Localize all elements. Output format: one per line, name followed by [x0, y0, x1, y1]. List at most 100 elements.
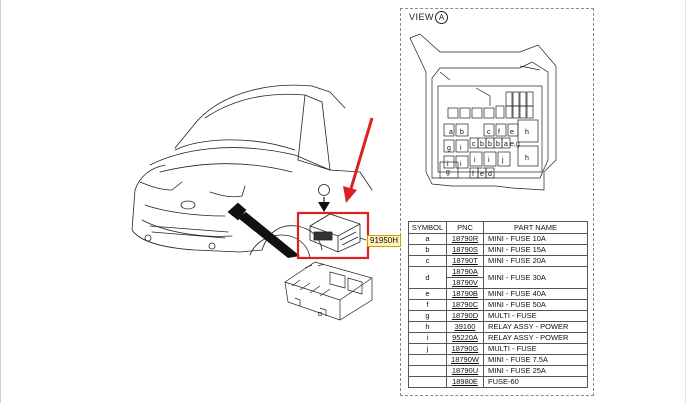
- part-name-cell: MINI - FUSE 30A: [483, 266, 588, 289]
- svg-text:c: c: [472, 141, 476, 148]
- pnc-link-text[interactable]: 18980E: [452, 377, 478, 387]
- symbol-cell: [408, 365, 447, 377]
- symbol-cell: c: [408, 255, 447, 267]
- symbol-cell: d: [408, 266, 447, 289]
- svg-text:b: b: [480, 141, 484, 148]
- header-part-name: PART NAME: [483, 221, 588, 234]
- pnc-link[interactable]: 18980E: [446, 376, 484, 388]
- symbol-cell: g: [408, 310, 447, 322]
- headlight-right: [209, 185, 246, 198]
- pnc-link-text[interactable]: 95220A: [452, 333, 478, 343]
- part-name-cell: MINI - FUSE 7.5A: [483, 354, 588, 366]
- svg-text:g: g: [446, 169, 450, 176]
- svg-text:e: e: [510, 129, 514, 136]
- parts-table-row: 18790U MINI - FUSE 25A: [408, 365, 588, 377]
- pnc-link[interactable]: 18790B: [446, 288, 484, 300]
- pnc-link-text[interactable]: 18790U: [451, 366, 479, 376]
- pnc-link-text[interactable]: 18790V: [452, 278, 478, 288]
- symbol-cell: a: [408, 233, 447, 245]
- pnc-link[interactable]: 18790C: [446, 299, 484, 311]
- pnc-link[interactable]: 18790V: [446, 277, 484, 289]
- callout-arrow: [318, 202, 330, 212]
- pnc-link[interactable]: 18790S: [446, 244, 484, 256]
- parts-table-row: h 39160 RELAY ASSY - POWER: [408, 321, 588, 333]
- pnc-link[interactable]: 18790D: [446, 310, 484, 322]
- parts-table-row: d 18790A MINI - FUSE 30A: [408, 266, 588, 289]
- a-pillar: [174, 119, 199, 149]
- svg-text:a: a: [449, 129, 453, 136]
- parts-table-body: a 18790R MINI - FUSE 10A b 18790S MINI - FUSE…: [408, 233, 588, 388]
- header-symbol: SYMBOL: [408, 221, 447, 234]
- part-name-cell: MULTI - FUSE: [483, 310, 588, 322]
- pnc-link-text[interactable]: 18790C: [451, 300, 479, 310]
- svg-text:d: d: [488, 171, 492, 178]
- svg-text:i: i: [447, 161, 449, 168]
- callout-pnc-label[interactable]: 91950H: [367, 235, 402, 247]
- parts-table-header: SYMBOL PNC PART NAME: [408, 221, 588, 234]
- pnc-link-text[interactable]: 18790T: [452, 256, 478, 266]
- parts-table: SYMBOL PNC PART NAME a 18790R MINI - FUSE …: [408, 221, 588, 388]
- parts-table-row: 18980E FUSE-60: [408, 376, 588, 388]
- windshield-top: [204, 93, 323, 119]
- pnc-link[interactable]: 18790U: [446, 365, 484, 377]
- callout-a-marker: [318, 184, 330, 212]
- svg-text:i: i: [460, 161, 462, 168]
- pnc-link-text[interactable]: 18790A: [452, 267, 478, 277]
- red-highlight-arrow: [348, 117, 374, 193]
- part-name-cell: RELAY ASSY - POWER: [483, 321, 588, 333]
- part-name-cell: MULTI - FUSE: [483, 343, 588, 355]
- hood-outline: [149, 147, 331, 171]
- part-name-cell: MINI - FUSE 50A: [483, 299, 588, 311]
- part-name-cell: MINI - FUSE 10A: [483, 233, 588, 245]
- pnc-link-text[interactable]: 18790B: [452, 289, 478, 299]
- pnc-link[interactable]: 39160: [446, 321, 484, 333]
- fog-light-right: [208, 242, 216, 250]
- pnc-link[interactable]: 18790G: [446, 343, 484, 355]
- pnc-link-text[interactable]: 18790G: [451, 344, 479, 354]
- fusebox-slot-labels: a b c f e h c b b b a e,g g i i i j h i …: [446, 129, 529, 178]
- pnc-link-text[interactable]: 18790R: [451, 234, 479, 244]
- svg-text:e: e: [480, 171, 484, 178]
- pnc-link[interactable]: 18790W: [446, 354, 484, 366]
- parts-table-row: g 18790D MULTI - FUSE: [408, 310, 588, 322]
- fusebox-location-marker: [227, 202, 247, 221]
- svg-text:i: i: [460, 145, 462, 152]
- svg-text:f: f: [498, 129, 500, 136]
- pnc-link-text[interactable]: 18790D: [451, 311, 479, 321]
- location-leader-wedge: [238, 212, 300, 258]
- part-name-cell: MINI - FUSE 15A: [483, 244, 588, 256]
- parts-table-row: f 18790C MINI - FUSE 50A: [408, 299, 588, 311]
- pnc-link[interactable]: 18790A: [446, 266, 484, 278]
- svg-text:b: b: [460, 129, 464, 136]
- pnc-link-text[interactable]: 18790S: [452, 245, 478, 255]
- part-name-cell: FUSE-60: [483, 376, 588, 388]
- fusebox-top-view: [409, 33, 557, 191]
- symbol-cell: j: [408, 343, 447, 355]
- view-label: VIEW: [409, 12, 435, 22]
- side-body: [329, 169, 373, 191]
- left-border-line: [0, 0, 1, 403]
- symbol-cell: [408, 354, 447, 366]
- pnc-link-text[interactable]: 18790W: [451, 355, 479, 365]
- symbol-cell: h: [408, 321, 447, 333]
- fog-light-left: [144, 234, 152, 242]
- pnc-link[interactable]: 18790T: [446, 255, 484, 267]
- parts-table-row: 18790W MINI - FUSE 7.5A: [408, 354, 588, 366]
- badge-oval: [180, 200, 196, 210]
- svg-text:e,g: e,g: [510, 141, 520, 148]
- pnc-link[interactable]: 18790R: [446, 233, 484, 245]
- parts-table-row: b 18790S MINI - FUSE 15A: [408, 244, 588, 256]
- pnc-link[interactable]: 95220A: [446, 332, 484, 344]
- symbol-cell: b: [408, 244, 447, 256]
- part-name-cell: MINI - FUSE 20A: [483, 255, 588, 267]
- car-roof-line: [197, 84, 346, 121]
- view-a-panel: [400, 8, 594, 396]
- pnc-link-text[interactable]: 39160: [454, 322, 476, 332]
- symbol-cell: i: [408, 332, 447, 344]
- headlight-left: [139, 181, 183, 191]
- part-name-cell: MINI - FUSE 25A: [483, 365, 588, 377]
- symbol-cell: f: [408, 299, 447, 311]
